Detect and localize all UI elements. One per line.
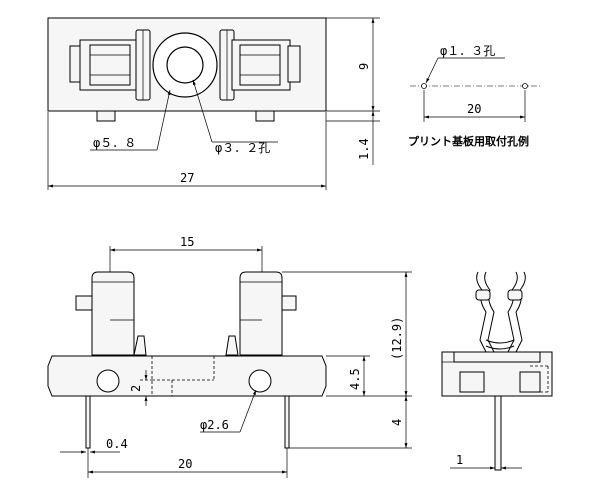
tab-dimension: 1.4 bbox=[357, 138, 371, 160]
front-clip-right bbox=[239, 271, 297, 356]
hole-dia-label: φ３．２孔 bbox=[215, 141, 270, 155]
pin-length-dimension: 4 bbox=[390, 419, 404, 426]
front-pin-left bbox=[85, 395, 91, 449]
front-base bbox=[47, 355, 327, 397]
side-view: 1 bbox=[441, 271, 553, 471]
front-hole-label: φ2.6 bbox=[200, 418, 229, 432]
front-hole-left bbox=[96, 369, 120, 393]
side-pin bbox=[494, 395, 502, 471]
top-view-tab-left bbox=[96, 110, 116, 122]
center-hole bbox=[166, 46, 204, 84]
pcb-caption: プリント基板用取付孔例 bbox=[408, 134, 529, 148]
front-view: 15 (12.9) 4.5 4 2 φ2.6 0.4 20 bbox=[47, 235, 412, 478]
top-view-clip-left bbox=[69, 29, 151, 101]
top-view: φ５．８ φ３．２孔 27 9 1.4 bbox=[47, 17, 380, 190]
front-clip-left bbox=[75, 271, 135, 356]
height-dimension: 9 bbox=[357, 63, 371, 70]
top-view-clip-right bbox=[219, 29, 301, 101]
front-hole-right bbox=[248, 369, 272, 393]
pcb-hole-left bbox=[421, 83, 427, 89]
outer-dia-label: φ５．８ bbox=[93, 136, 136, 150]
side-pin-width-dimension: 1 bbox=[456, 453, 463, 467]
front-pin-right bbox=[284, 395, 290, 449]
width-dimension: 27 bbox=[180, 171, 194, 185]
pcb-hole-label: φ１．３孔 bbox=[440, 44, 495, 58]
base-height-dimension: 4.5 bbox=[348, 368, 362, 390]
clip-pitch-dimension: 15 bbox=[180, 235, 194, 249]
total-height-dimension: (12.9) bbox=[390, 317, 404, 360]
step-dimension: 2 bbox=[129, 385, 143, 392]
pcb-hole-example: φ１．３孔 20 プリント基板用取付孔例 bbox=[408, 44, 540, 148]
pcb-pitch-dimension: 20 bbox=[467, 102, 481, 116]
top-view-tab-right bbox=[255, 110, 275, 122]
pin-thickness-dimension: 0.4 bbox=[106, 437, 128, 451]
pin-pitch-dimension: 20 bbox=[178, 457, 192, 471]
pcb-hole-right bbox=[522, 83, 528, 89]
